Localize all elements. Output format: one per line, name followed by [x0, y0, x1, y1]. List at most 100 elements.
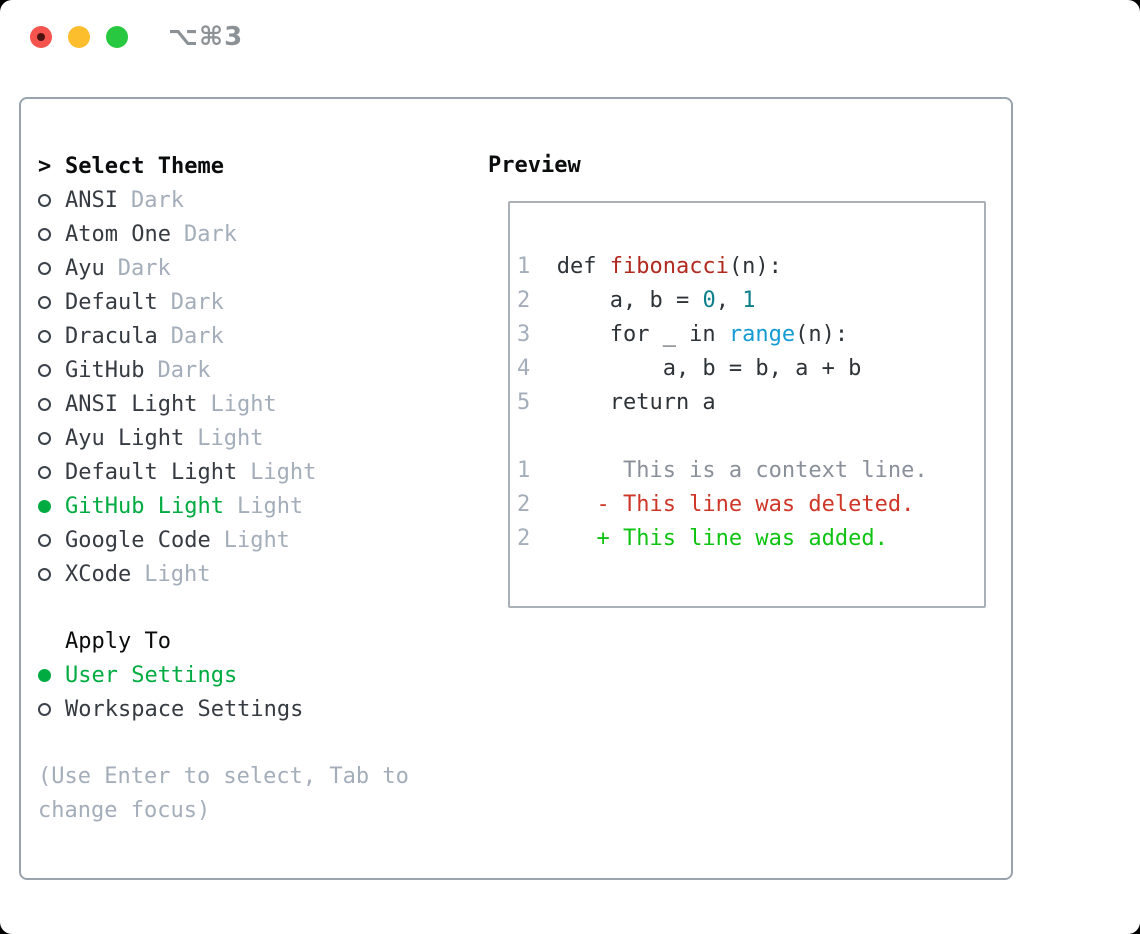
select-theme-header: > Select Theme: [38, 149, 468, 183]
radio-icon: [38, 261, 51, 275]
theme-name: Default Light: [65, 459, 238, 485]
apply-to-header: Apply To: [38, 624, 468, 658]
theme-name: Dracula: [65, 323, 158, 349]
code-token: (n):: [728, 254, 782, 279]
theme-variant: Light: [223, 527, 290, 553]
theme-option-ansi-light[interactable]: ANSI Light Light: [38, 387, 468, 421]
radio-icon: [38, 533, 51, 547]
diff-minus-icon: -: [596, 492, 610, 517]
line-number: 1: [517, 254, 531, 279]
theme-variant: Dark: [170, 323, 224, 349]
theme-option-atom-one-dark[interactable]: Atom One Dark: [38, 217, 468, 251]
theme-option-github-light[interactable]: GitHub Light Light: [38, 489, 468, 523]
theme-option-ansi-dark[interactable]: ANSI Dark: [38, 183, 468, 217]
theme-option-ayu-light[interactable]: Ayu Light Light: [38, 421, 468, 455]
code-token: a, b =: [556, 288, 703, 313]
apply-to-title: Apply To: [65, 628, 171, 654]
theme-name: Ayu: [65, 255, 105, 281]
code-line-4: 4 a, b = b, a + b: [517, 352, 984, 386]
cursor-prefix: >: [38, 153, 52, 179]
theme-option-dracula-dark[interactable]: Dracula Dark: [38, 319, 468, 353]
preview-header: Preview: [488, 153, 581, 178]
line-number: 3: [517, 322, 531, 347]
line-number: 1: [517, 458, 531, 483]
theme-name: Ayu Light: [65, 425, 185, 451]
theme-name: ANSI Light: [65, 391, 198, 417]
theme-variant: Dark: [183, 221, 237, 247]
code-token-number: 1: [742, 288, 756, 313]
divider: [38, 726, 468, 760]
diff-text: This line was added.: [622, 526, 888, 551]
radio-icon: [38, 193, 51, 207]
code-token: ,: [715, 288, 743, 313]
help-text: (Use Enter to select, Tab to change focu…: [38, 764, 409, 823]
code-token-number: 0: [702, 288, 716, 313]
theme-name: ANSI: [65, 187, 118, 213]
line-number: 2: [517, 288, 531, 313]
theme-option-default-dark[interactable]: Default Dark: [38, 285, 468, 319]
theme-name: GitHub Light: [65, 493, 224, 519]
diff-text: This line was deleted.: [622, 492, 915, 517]
titlebar: ⌥⌘3: [30, 22, 244, 52]
theme-variant: Light: [210, 391, 277, 417]
theme-name: XCode: [65, 561, 132, 587]
code-line-1: 1 def fibonacci(n):: [517, 250, 984, 284]
theme-name: Google Code: [65, 527, 211, 553]
unsaved-indicator-icon: [37, 33, 45, 41]
theme-variant: Dark: [170, 289, 224, 315]
theme-variant: Light: [197, 425, 264, 451]
radio-icon: [38, 465, 51, 479]
radio-icon: [38, 329, 51, 343]
theme-variant: Dark: [117, 255, 171, 281]
code-token-builtin: range: [728, 322, 796, 347]
theme-variant: Dark: [157, 357, 211, 383]
blank-line: [517, 420, 984, 454]
theme-option-github-dark[interactable]: GitHub Dark: [38, 353, 468, 387]
diff-text: This is a context line.: [622, 458, 928, 483]
theme-variant: Light: [250, 459, 317, 485]
code-line-2: 2 a, b = 0, 1: [517, 284, 984, 318]
theme-variant: Light: [144, 561, 211, 587]
diff-line-added: 2 + This line was added.: [517, 522, 984, 556]
zoom-button[interactable]: [106, 26, 128, 48]
close-button[interactable]: [30, 26, 52, 48]
radio-icon: [38, 702, 51, 716]
theme-variant: Dark: [130, 187, 184, 213]
apply-option-workspace-settings[interactable]: Workspace Settings: [38, 692, 468, 726]
diff-marker: [557, 454, 623, 488]
code-line-5: 5 return a: [517, 386, 984, 420]
theme-list: > Select Theme ANSI Dark Atom One Dark A…: [38, 149, 468, 828]
apply-option-label: Workspace Settings: [65, 696, 304, 722]
line-number: 4: [517, 356, 531, 381]
code-token-function: fibonacci: [609, 254, 729, 279]
radio-selected-icon: [38, 499, 51, 513]
diff-plus-icon: +: [596, 526, 610, 551]
theme-option-ayu-dark[interactable]: Ayu Dark: [38, 251, 468, 285]
radio-icon: [38, 295, 51, 309]
select-theme-title: Select Theme: [65, 153, 224, 179]
apply-option-user-settings[interactable]: User Settings: [38, 658, 468, 692]
radio-selected-icon: [38, 668, 51, 682]
theme-name: Atom One: [65, 221, 171, 247]
radio-icon: [38, 397, 51, 411]
divider: [38, 591, 468, 624]
theme-option-default-light[interactable]: Default Light Light: [38, 455, 468, 489]
theme-option-google-code-light[interactable]: Google Code Light: [38, 523, 468, 557]
apply-option-label: User Settings: [65, 662, 238, 688]
diff-line-context: 1 This is a context line.: [517, 454, 984, 488]
radio-icon: [38, 567, 51, 581]
minimize-button[interactable]: [68, 26, 90, 48]
line-number: 5: [517, 390, 531, 415]
code-token: return a: [556, 390, 716, 415]
theme-option-xcode-light[interactable]: XCode Light: [38, 557, 468, 591]
diff-line-deleted: 2-This line was deleted.: [517, 488, 984, 522]
theme-variant: Light: [236, 493, 304, 519]
theme-name: Default: [65, 289, 158, 315]
window-shortcut-label: ⌥⌘3: [168, 22, 244, 52]
radio-icon: [38, 363, 51, 377]
code-token: a, b = b, a + b: [556, 356, 862, 381]
line-number: 2: [517, 526, 531, 551]
code-token: def: [556, 254, 610, 279]
